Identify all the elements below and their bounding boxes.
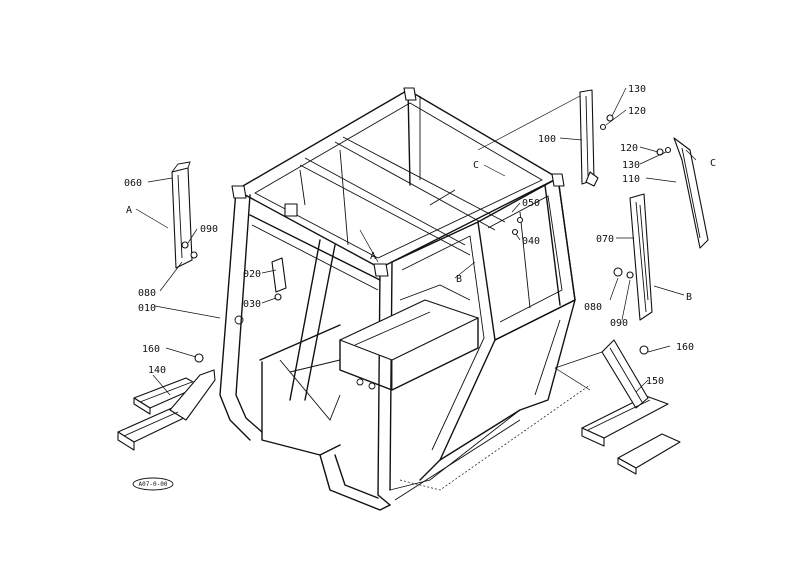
label-110: 110 [622, 174, 640, 185]
label-130b: 130 [622, 160, 640, 171]
label-160b: 160 [676, 342, 694, 353]
label-150: 150 [646, 376, 664, 387]
label-120b: 120 [620, 143, 638, 154]
label-070: 070 [596, 234, 614, 245]
label-030: 030 [243, 299, 261, 310]
label-ref-a1: A [126, 205, 132, 216]
label-010: 010 [138, 303, 156, 314]
label-080b: 080 [584, 302, 602, 313]
label-ref-c2: C [710, 158, 716, 169]
bracket-110 [673, 137, 709, 249]
label-020: 020 [243, 269, 261, 280]
leader-lines [135, 87, 697, 396]
step-150 [581, 339, 681, 475]
label-ref-c1: C [473, 160, 479, 171]
label-ref-b1: B [456, 274, 462, 285]
bracket-070 [629, 193, 653, 321]
part-labels: 060 A 090 080 010 020 030 160 140 A B C … [124, 84, 716, 387]
label-090b: 090 [610, 318, 628, 329]
label-090a: 090 [200, 224, 218, 235]
label-140: 140 [148, 365, 166, 376]
stamp-text: A07-0-00 [139, 481, 168, 488]
label-160a: 160 [142, 344, 160, 355]
label-ref-a2: A [370, 251, 376, 262]
label-080a: 080 [138, 288, 156, 299]
bracket-100 [579, 89, 599, 187]
label-050: 050 [522, 198, 540, 209]
drawing-stamp: A07-0-00 [132, 477, 174, 491]
label-060: 060 [124, 178, 142, 189]
label-130a: 130 [628, 84, 646, 95]
bracket-060 [171, 161, 198, 269]
label-040: 040 [522, 236, 540, 247]
label-100: 100 [538, 134, 556, 145]
fasteners [194, 114, 672, 363]
label-ref-b2: B [686, 292, 692, 303]
step-140 [117, 369, 216, 451]
cab-frame [219, 87, 591, 511]
label-120a: 120 [628, 106, 646, 117]
